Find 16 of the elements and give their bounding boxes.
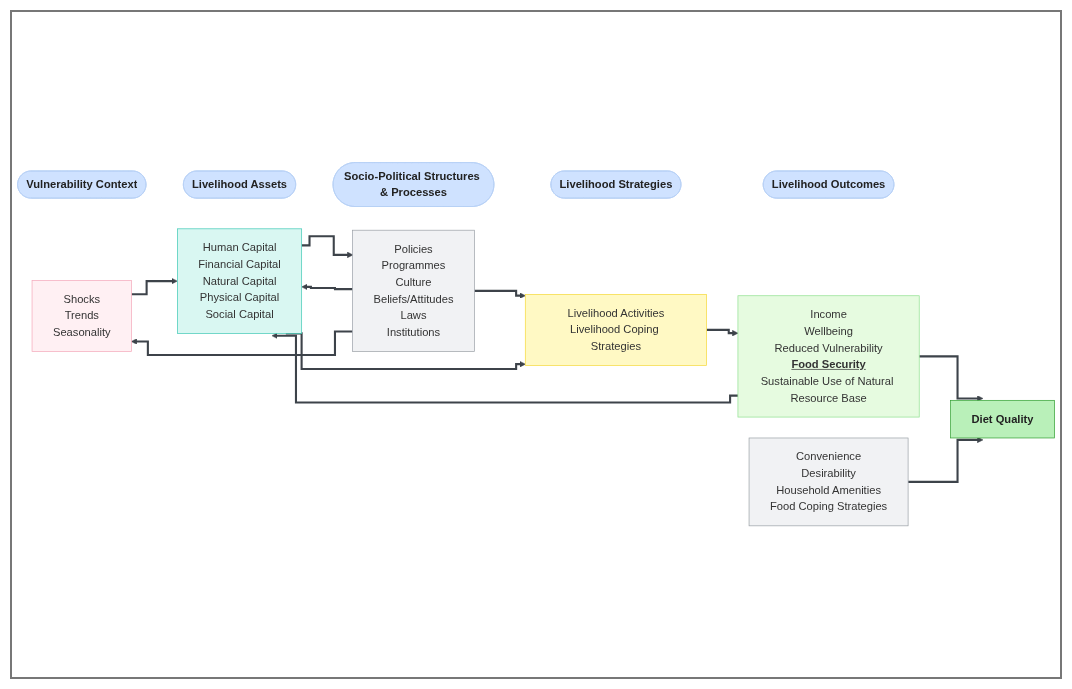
node-box: Convenience Desirability Household Amenities Food Coping Strategies	[748, 437, 909, 527]
node-box: Shocks Trends Seasonality	[31, 280, 132, 353]
arrow	[271, 332, 738, 404]
arrow	[131, 330, 353, 357]
arrow	[908, 437, 984, 484]
arrow	[474, 290, 526, 300]
arrow	[301, 284, 353, 291]
node-box: Diet Quality	[950, 400, 1055, 439]
node-box: Livelihood Activities Livelihood Coping Strategies	[524, 294, 707, 367]
node-box: Policies Programmes Culture Beliefs/Attitudes Laws Institutions	[352, 230, 475, 353]
node-box: Income Wellbeing Reduced Vulnerability Food Security Sustainable Use of Natural Resource Base	[737, 295, 920, 418]
arrow	[131, 278, 178, 296]
arrow	[919, 355, 984, 402]
node-box: Human Capital Financial Capital Natural Capital Physical Capital Social Capital	[177, 228, 303, 335]
arrow	[301, 235, 354, 259]
arrow	[706, 329, 739, 337]
